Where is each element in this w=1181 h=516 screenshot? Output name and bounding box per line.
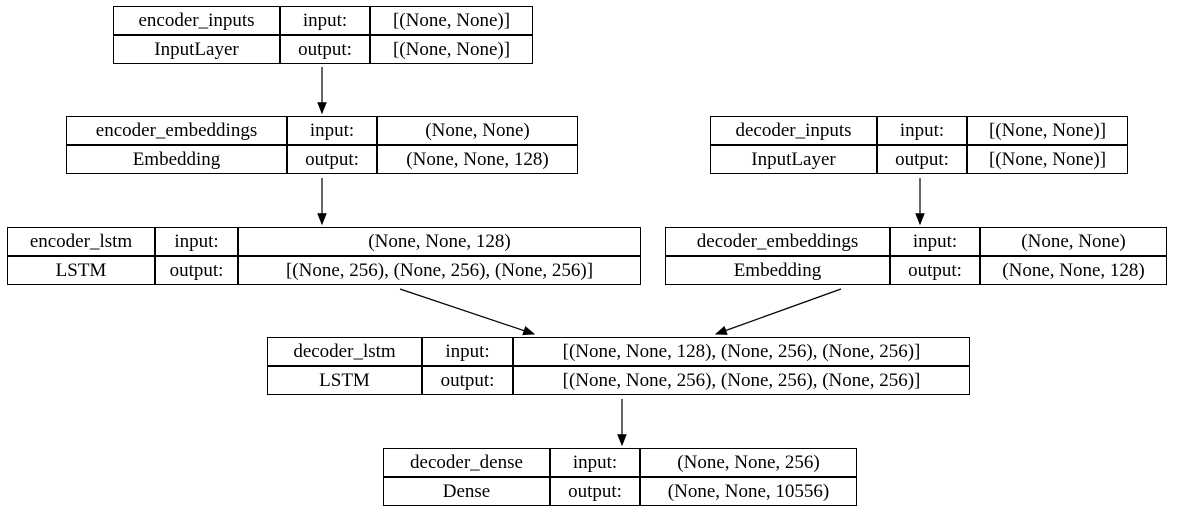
output-shape: [(None, None)] xyxy=(370,35,533,64)
layer-node-decoder-lstm: decoder_lstm input: [(None, None, 128), … xyxy=(267,337,970,395)
layer-type: Embedding xyxy=(66,145,287,174)
output-shape: [(None, 256), (None, 256), (None, 256)] xyxy=(238,256,641,285)
layer-name: decoder_inputs xyxy=(710,116,877,145)
input-shape: (None, None) xyxy=(980,227,1167,256)
edge-decoder-embeddings-to-decoder-lstm xyxy=(714,288,842,335)
layer-node-decoder-dense: decoder_dense input: (None, None, 256) D… xyxy=(383,448,857,506)
edge-encoder-lstm-to-decoder-lstm xyxy=(399,288,536,336)
output-shape: [(None, None, 256), (None, 256), (None, … xyxy=(513,366,970,395)
layer-name: decoder_lstm xyxy=(267,337,422,366)
layer-name: encoder_inputs xyxy=(113,6,280,35)
output-label: output: xyxy=(550,477,640,506)
input-label: input: xyxy=(877,116,967,145)
layer-name: decoder_embeddings xyxy=(665,227,890,256)
output-label: output: xyxy=(877,145,967,174)
layer-node-encoder-inputs: encoder_inputs input: [(None, None)] Inp… xyxy=(113,6,533,64)
layer-type: LSTM xyxy=(7,256,155,285)
input-shape: (None, None, 256) xyxy=(640,448,857,477)
output-shape: [(None, None)] xyxy=(967,145,1128,174)
input-label: input: xyxy=(890,227,980,256)
input-shape: (None, None) xyxy=(377,116,578,145)
layer-type: Embedding xyxy=(665,256,890,285)
layer-type: InputLayer xyxy=(710,145,877,174)
output-label: output: xyxy=(280,35,370,64)
layer-node-decoder-inputs: decoder_inputs input: [(None, None)] Inp… xyxy=(710,116,1128,174)
output-label: output: xyxy=(155,256,238,285)
input-shape: [(None, None)] xyxy=(370,6,533,35)
input-label: input: xyxy=(287,116,377,145)
output-label: output: xyxy=(287,145,377,174)
output-label: output: xyxy=(890,256,980,285)
layer-node-encoder-embeddings: encoder_embeddings input: (None, None) E… xyxy=(66,116,578,174)
layer-node-decoder-embeddings: decoder_embeddings input: (None, None) E… xyxy=(665,227,1167,285)
output-shape: (None, None, 128) xyxy=(980,256,1167,285)
layer-type: Dense xyxy=(383,477,550,506)
input-shape: [(None, None, 128), (None, 256), (None, … xyxy=(513,337,970,366)
input-shape: [(None, None)] xyxy=(967,116,1128,145)
output-shape: (None, None, 128) xyxy=(377,145,578,174)
input-label: input: xyxy=(155,227,238,256)
input-label: input: xyxy=(280,6,370,35)
output-label: output: xyxy=(422,366,513,395)
input-label: input: xyxy=(422,337,513,366)
layer-type: LSTM xyxy=(267,366,422,395)
layer-node-encoder-lstm: encoder_lstm input: (None, None, 128) LS… xyxy=(7,227,641,285)
layer-name: encoder_lstm xyxy=(7,227,155,256)
input-shape: (None, None, 128) xyxy=(238,227,641,256)
input-label: input: xyxy=(550,448,640,477)
layer-name: encoder_embeddings xyxy=(66,116,287,145)
layer-name: decoder_dense xyxy=(383,448,550,477)
output-shape: (None, None, 10556) xyxy=(640,477,857,506)
layer-type: InputLayer xyxy=(113,35,280,64)
